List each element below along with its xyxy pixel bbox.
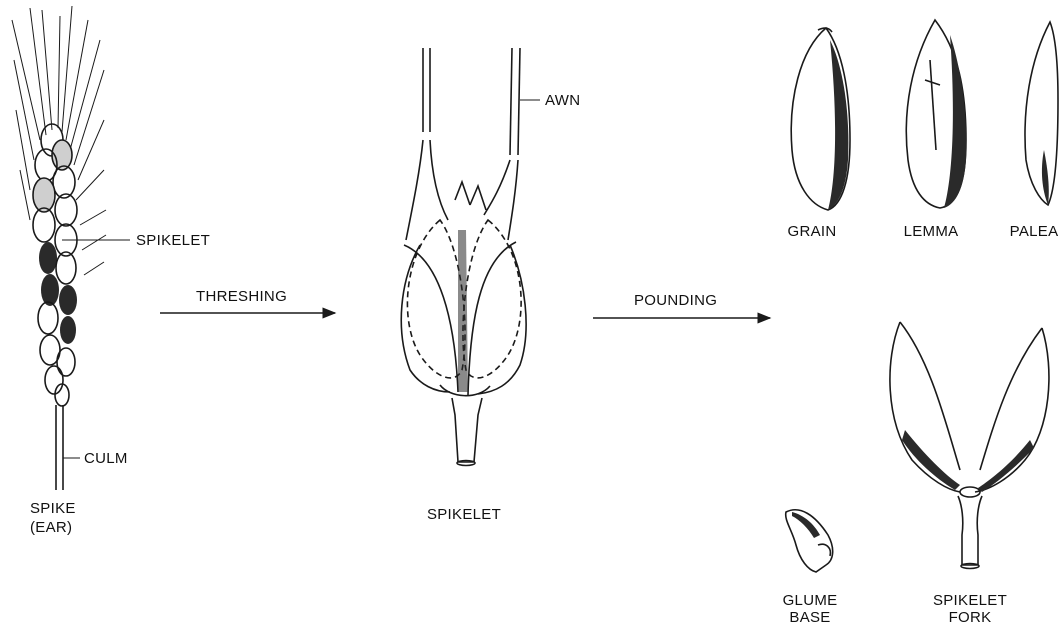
palea-drawing	[1025, 22, 1058, 205]
spikelet-caption: SPIKELET	[427, 505, 501, 524]
lemma-drawing	[906, 20, 966, 208]
palea-label: PALEA	[1010, 222, 1059, 241]
pounding-label: POUNDING	[634, 291, 717, 310]
spikelet-fork-label-2: FORK	[949, 608, 992, 627]
spike-label: SPIKE	[30, 499, 76, 518]
culm-label: CULM	[84, 449, 128, 468]
grain-label: GRAIN	[787, 222, 836, 241]
awn-label: AWN	[545, 91, 580, 110]
lemma-label: LEMMA	[904, 222, 959, 241]
threshing-label: THRESHING	[196, 287, 287, 306]
grain-drawing	[791, 28, 850, 210]
spikelet-fork-drawing	[890, 322, 1049, 569]
spike-culm-stem	[56, 405, 63, 490]
glume-base-drawing	[786, 510, 833, 572]
spike-spikelets	[33, 124, 77, 406]
spike-ear-drawing	[12, 6, 130, 490]
spikelet-callout-label: SPIKELET	[136, 231, 210, 250]
base-label: BASE	[789, 608, 830, 627]
ear-label: (EAR)	[30, 518, 72, 537]
spikelet-drawing	[401, 48, 540, 466]
